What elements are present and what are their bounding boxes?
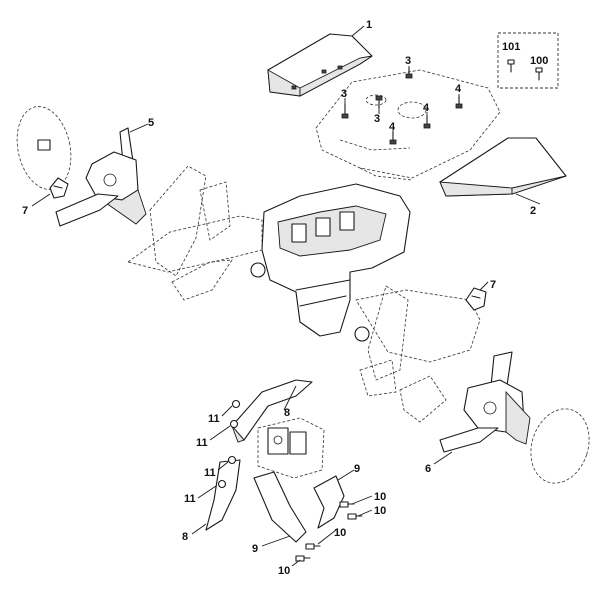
bolt-11-icons bbox=[217, 399, 241, 489]
part-7-left-clip bbox=[49, 177, 69, 199]
bolt-10-icons bbox=[295, 501, 363, 562]
part-7-right-clip bbox=[465, 287, 487, 311]
callout-8-upper: 8 bbox=[284, 407, 290, 419]
callout-3a: 3 bbox=[405, 55, 411, 67]
screw-3-icons bbox=[341, 67, 413, 119]
part-6-right-tine bbox=[439, 351, 531, 453]
callout-9-lower: 9 bbox=[252, 543, 258, 555]
callout-6: 6 bbox=[425, 463, 431, 475]
left-protection-disc bbox=[16, 106, 72, 190]
screw-100-icon bbox=[535, 67, 543, 81]
callout-101: 101 bbox=[502, 41, 520, 53]
part-2-rear-cover bbox=[439, 137, 567, 197]
callout-10a: 10 bbox=[374, 491, 386, 503]
screw-4-icons bbox=[389, 95, 463, 145]
part-5-left-tine bbox=[55, 127, 147, 227]
part-8-lower-blade bbox=[205, 459, 241, 531]
callout-11d: 11 bbox=[184, 493, 196, 505]
leader-lines bbox=[31, 25, 541, 567]
right-protection-disc bbox=[530, 408, 590, 484]
callout-100: 100 bbox=[530, 55, 548, 67]
callout-11c: 11 bbox=[204, 467, 216, 479]
callout-10d: 10 bbox=[278, 565, 290, 577]
central-gearbox bbox=[250, 183, 411, 342]
callout-3c: 3 bbox=[374, 113, 380, 125]
part-9-right-blade bbox=[313, 475, 345, 529]
left-tine-assembly-outline bbox=[127, 165, 263, 301]
callout-5: 5 bbox=[148, 117, 154, 129]
screw-101-icon bbox=[507, 59, 515, 73]
upper-housing-outline bbox=[315, 69, 501, 181]
callout-11b: 11 bbox=[196, 437, 208, 449]
callout-4b: 4 bbox=[423, 102, 430, 114]
callout-9-right: 9 bbox=[354, 463, 360, 475]
lower-hub-outline bbox=[257, 417, 325, 479]
callout-3b: 3 bbox=[341, 88, 347, 100]
callout-4a: 4 bbox=[455, 83, 462, 95]
callout-11a: 11 bbox=[208, 413, 220, 425]
callout-4c: 4 bbox=[389, 121, 396, 133]
callout-7-left: 7 bbox=[22, 205, 28, 217]
callout-8-lower: 8 bbox=[182, 531, 188, 543]
callout-2: 2 bbox=[530, 205, 536, 217]
callout-7-right: 7 bbox=[490, 279, 496, 291]
part-1-front-cover bbox=[267, 33, 373, 97]
callout-labels: 1 2 3 3 3 4 4 4 5 6 7 7 8 8 9 9 10 10 10… bbox=[22, 19, 548, 577]
callout-1: 1 bbox=[366, 19, 372, 31]
callout-10b: 10 bbox=[374, 505, 386, 517]
right-tine-assembly-outline bbox=[355, 285, 481, 423]
hardware-inset-box bbox=[497, 32, 559, 89]
part-9-lower-blade bbox=[253, 471, 307, 543]
callout-10c: 10 bbox=[334, 527, 346, 539]
